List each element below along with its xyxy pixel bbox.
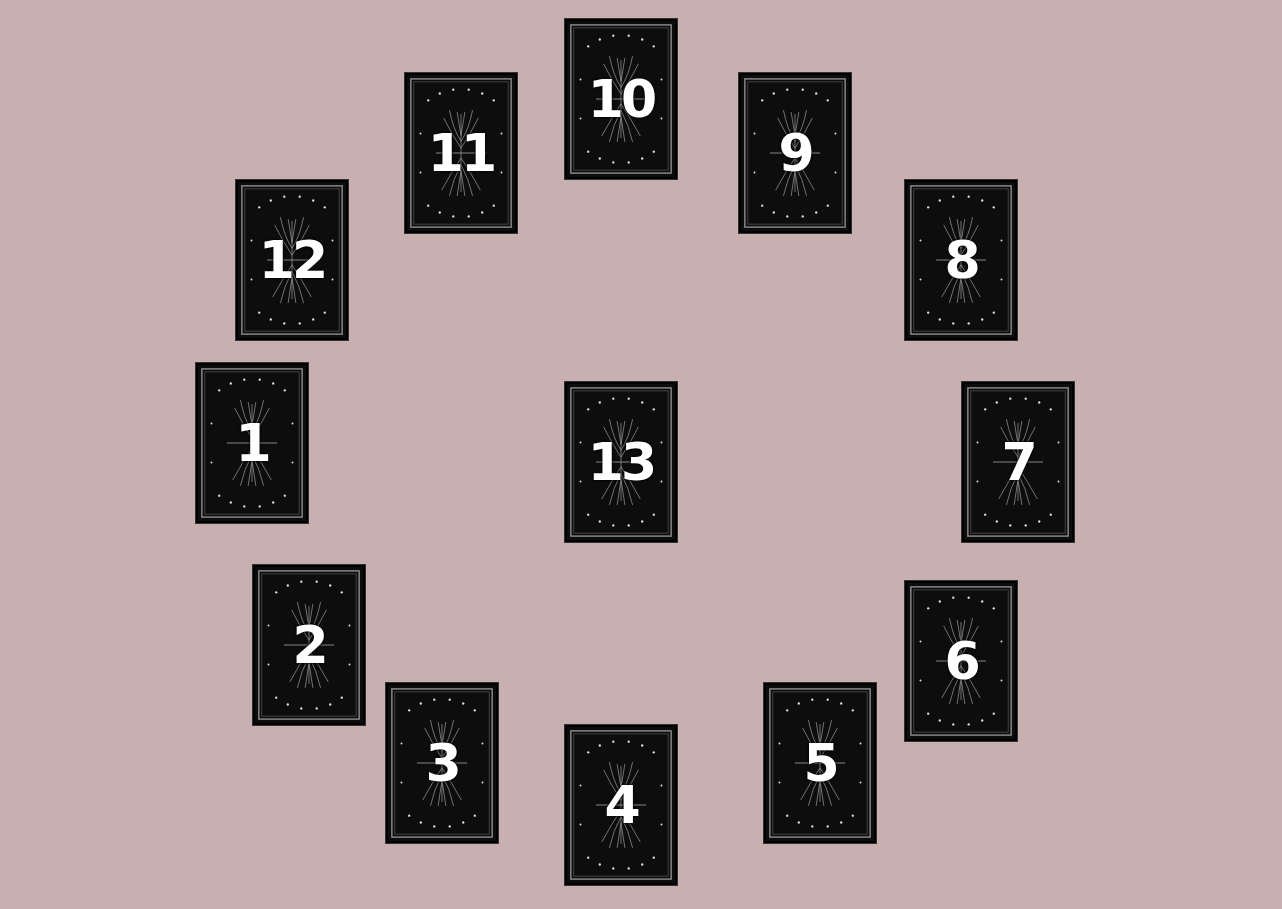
tarot-card: 2 — [253, 565, 365, 725]
tarot-card: 7 — [962, 382, 1074, 542]
tarot-card: 6 — [905, 581, 1017, 741]
position-number: 9 — [778, 127, 811, 179]
tarot-card: 10 — [565, 19, 677, 179]
position-number: 4 — [604, 779, 637, 831]
position-number: 13 — [588, 436, 654, 488]
position-number: 10 — [588, 73, 654, 125]
position-number: 11 — [428, 127, 494, 179]
position-number: 1 — [235, 417, 268, 469]
tarot-card: 4 — [565, 725, 677, 885]
tarot-card: 3 — [386, 683, 498, 843]
tarot-card: 9 — [739, 73, 851, 233]
tarot-card: 5 — [764, 683, 876, 843]
tarot-card: 12 — [236, 180, 348, 340]
tarot-card: 1 — [196, 363, 308, 523]
position-number: 5 — [803, 737, 836, 789]
tarot-card: 11 — [405, 73, 517, 233]
position-number: 7 — [1001, 436, 1034, 488]
position-number: 3 — [425, 737, 458, 789]
position-number: 8 — [944, 234, 977, 286]
position-number: 2 — [292, 619, 325, 671]
position-number: 6 — [944, 635, 977, 687]
position-number: 12 — [259, 234, 325, 286]
tarot-card: 13 — [565, 382, 677, 542]
tarot-card: 8 — [905, 180, 1017, 340]
